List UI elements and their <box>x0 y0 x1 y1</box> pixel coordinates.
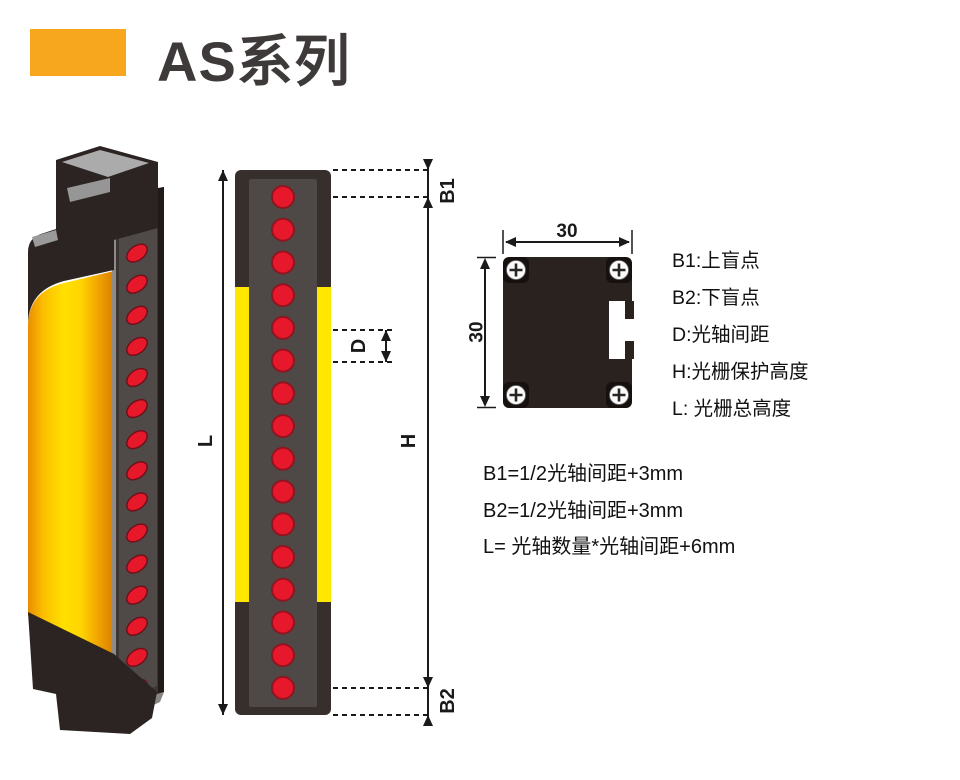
legend: B1:上盲点 B2:下盲点 D:光轴间距 H:光栅保护高度 L: 光栅总高度 <box>672 243 809 428</box>
dim-label-h: H <box>398 434 420 448</box>
screw-cross-slots <box>509 263 626 402</box>
dim-label-d: D <box>348 339 370 353</box>
device-bottom-cap <box>28 612 157 734</box>
formula-line: B1=1/2光轴间距+3mm <box>483 463 684 485</box>
dim-label-l: L <box>195 435 217 447</box>
light-curtain-3d-render <box>28 146 164 734</box>
dim-cs-width <box>502 230 633 254</box>
dim-label-b2: B2 <box>437 688 459 714</box>
formula-line: L= 光轴数量*光轴间距+6mm <box>483 536 736 558</box>
legend-item: L: 光栅总高度 <box>672 398 792 420</box>
dim-L <box>218 170 228 715</box>
legend-item: B2:下盲点 <box>672 287 760 309</box>
dim-label-b1: B1 <box>437 178 459 204</box>
device-front-panel <box>112 187 164 722</box>
front-view-yellow-right <box>317 287 331 602</box>
dim-cs-height <box>477 256 496 409</box>
accent-swatch <box>30 29 126 76</box>
legend-item: H:光栅保护高度 <box>672 361 809 383</box>
cross-section-slot <box>609 301 634 359</box>
cs-height-label: 30 <box>467 321 488 342</box>
front-view <box>235 170 331 715</box>
cs-width-label: 30 <box>556 221 577 242</box>
formula-line: B2=1/2光轴间距+3mm <box>483 499 684 522</box>
front-view-window <box>249 179 317 707</box>
cross-section-body <box>503 257 632 408</box>
dim-D <box>333 329 396 363</box>
device-top-cap <box>28 146 158 322</box>
legend-item: B1:上盲点 <box>672 250 760 272</box>
cross-section: 30 30 <box>467 221 634 409</box>
device-body-yellow <box>28 271 114 656</box>
dim-right-chain <box>333 159 433 726</box>
legend-item: D:光轴间距 <box>672 324 770 346</box>
formulas: B1=1/2光轴间距+3mm B2=1/2光轴间距+3mm L= 光轴数量*光轴… <box>483 456 735 566</box>
front-view-yellow-left <box>235 287 249 602</box>
page-title: AS系列 <box>157 30 351 93</box>
beam-dots <box>271 185 295 700</box>
led-column <box>126 212 148 699</box>
